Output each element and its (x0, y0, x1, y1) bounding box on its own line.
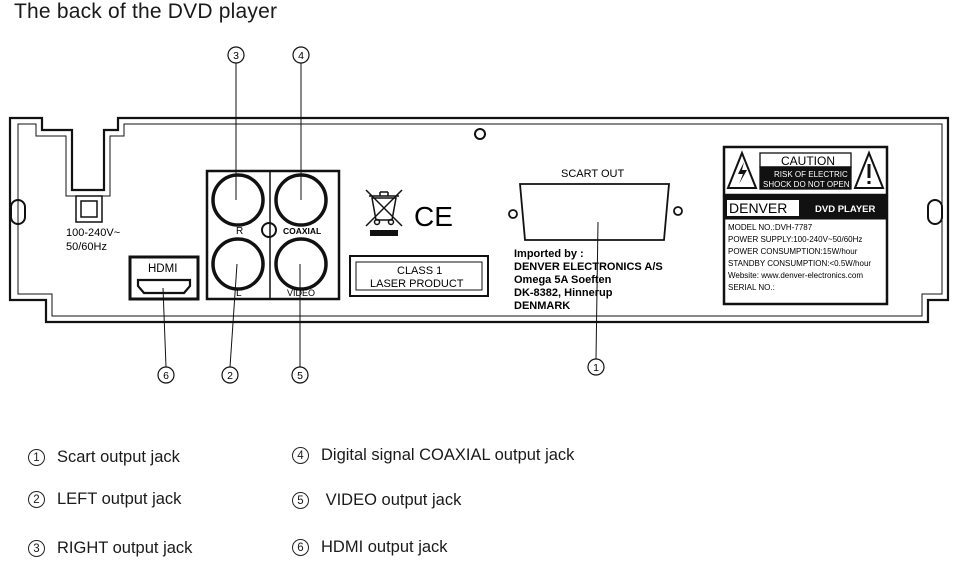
video-jack (274, 237, 328, 291)
hdmi-label: HDMI (148, 263, 177, 275)
caution-line1: RISK OF ELECTRIC (774, 170, 848, 179)
power-connector (75, 195, 103, 223)
spec-line-1: MODEL NO.:DVH-7787 (728, 223, 813, 232)
power-rating-line2: 50/60Hz (66, 241, 107, 253)
legend-text: RIGHT output jack (57, 539, 193, 557)
legend-item-6: 6 HDMI output jack (292, 538, 448, 557)
callout-2: 2 (221, 366, 239, 384)
svg-text:1: 1 (593, 362, 599, 374)
callout-4: 4 (292, 46, 310, 64)
importer-line-1: Imported by : (514, 248, 584, 260)
legend-item-4: 4 Digital signal COAXIAL output jack (292, 446, 574, 465)
legend-number: 3 (28, 540, 45, 557)
caution-title: CAUTION (781, 154, 835, 168)
spec-plate (722, 195, 889, 306)
laser-line1: CLASS 1 (397, 265, 442, 277)
legend-number: 2 (28, 491, 45, 508)
spec-line-6: SERIAL NO.: (728, 283, 775, 292)
legend-text: LEFT output jack (57, 490, 182, 508)
importer-line-5: DENMARK (514, 300, 570, 312)
legend-text: Digital signal COAXIAL output jack (321, 446, 575, 464)
legend-item-5: 5 VIDEO output jack (292, 491, 461, 510)
weee-bar (370, 230, 398, 236)
legend-number: 6 (292, 539, 309, 556)
audio-right-label: R (236, 226, 243, 237)
caution-line2: SHOCK DO NOT OPEN (763, 180, 850, 189)
power-rating-line1: 100-240V~ (66, 227, 120, 239)
coaxial-label: COAXIAL (283, 226, 321, 236)
legend-item-2: 2 LEFT output jack (28, 490, 181, 509)
legend-item-3: 3 RIGHT output jack (28, 539, 192, 558)
svg-text:4: 4 (298, 50, 304, 62)
legend-number: 5 (292, 492, 309, 509)
scart-label: SCART OUT (561, 168, 624, 180)
spec-line-2: POWER SUPPLY:100-240V~50/60Hz (728, 235, 862, 244)
spec-line-4: STANDBY CONSUMPTION:<0.5W/hour (728, 259, 871, 268)
audio-left-label: L (236, 288, 242, 299)
right-audio-jack (211, 173, 265, 227)
importer-line-3: Omega 5A Soeften (514, 274, 612, 286)
video-label: VIDEO (287, 288, 315, 298)
caution-label (722, 145, 889, 197)
legend-text: VIDEO output jack (321, 491, 462, 509)
callout-6: 6 (157, 366, 175, 384)
callout-3: 3 (227, 46, 245, 64)
legend-number: 4 (292, 447, 309, 464)
left-audio-jack (211, 237, 265, 291)
laser-label-box (349, 255, 489, 297)
callout-leaders (162, 63, 599, 368)
callout-1: 1 (587, 358, 605, 376)
spec-line-5: Website: www.denver-electronics.com (728, 271, 863, 280)
hdmi-port (128, 255, 200, 301)
brand-name: DENVER (729, 200, 787, 216)
page-title: The back of the DVD player (14, 0, 278, 23)
callout-5: 5 (291, 366, 309, 384)
legend-item-1: 1 Scart output jack (28, 448, 180, 467)
svg-text:6: 6 (163, 370, 169, 382)
scart-connector (508, 183, 683, 241)
svg-text:2: 2 (227, 370, 233, 382)
spec-line-3: POWER CONSUMPTION:15W/hour (728, 247, 858, 256)
ce-mark: CE (414, 201, 453, 232)
mounting-holes (10, 128, 943, 225)
legend-number: 1 (28, 449, 45, 466)
legend-text: HDMI output jack (321, 538, 448, 556)
importer-line-4: DK-8382, Hinnerup (514, 287, 613, 299)
chassis (8, 116, 950, 324)
legend-text: Scart output jack (57, 448, 180, 466)
electric-shock-warning-icon (726, 150, 758, 189)
laser-line2: LASER PRODUCT (370, 278, 464, 290)
product-type: DVD PLAYER (815, 204, 875, 215)
exclamation-warning-icon (853, 150, 885, 189)
svg-text:5: 5 (297, 370, 303, 382)
importer-line-2: DENVER ELECTRONICS A/S (514, 261, 663, 273)
svg-text:3: 3 (233, 50, 239, 62)
dvd-rear-panel-diagram: 100-240V~ 50/60Hz HDMI R L COAXIAL VIDEO… (8, 46, 950, 384)
weee-bin-icon (365, 189, 403, 227)
